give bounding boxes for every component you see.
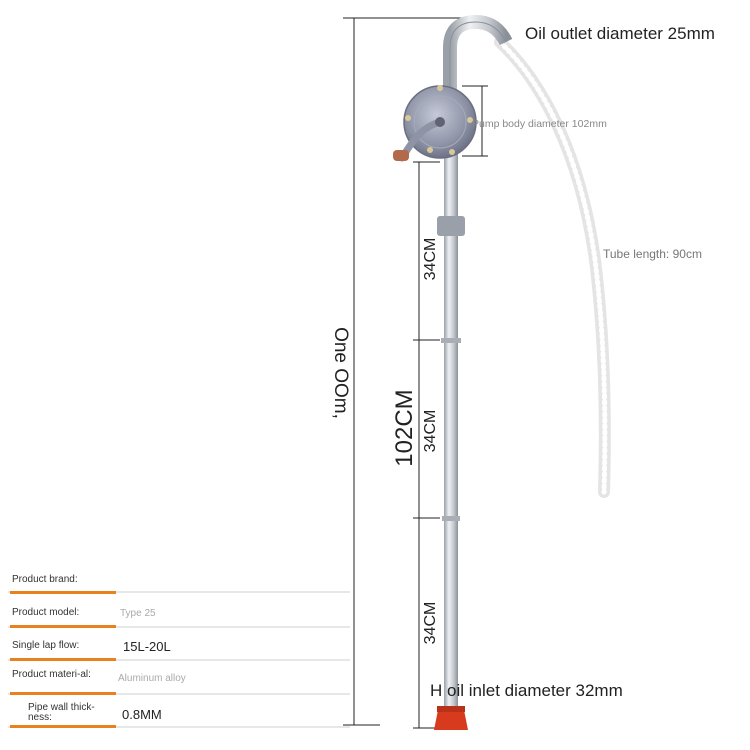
spec-label: Single lap flow:: [12, 640, 80, 651]
accent-bar: [10, 692, 116, 695]
spec-value: 15L-20L: [123, 639, 171, 654]
spec-value: Aluminum alloy: [118, 673, 186, 684]
main-pipe: [437, 150, 465, 720]
spec-value: 0.8MM: [122, 707, 162, 722]
spec-value: Type 25: [120, 608, 156, 619]
segment-length-label: 34CM: [422, 409, 439, 453]
oil-inlet-label: H oil inlet diameter 32mm: [430, 681, 623, 700]
accent-bar: [10, 625, 116, 628]
hand-rotary-pump-icon: [393, 85, 477, 162]
spec-label: Product materi-al:: [12, 669, 91, 680]
inlet-cap: [434, 706, 468, 730]
spec-label: Product model:: [12, 607, 80, 618]
rod-length-label: 102CM: [391, 389, 418, 467]
accent-bar: [10, 725, 116, 728]
hose: [494, 36, 611, 498]
accent-bar: [10, 658, 116, 661]
tube-length-label: Tube length: 90cm: [603, 247, 702, 261]
oil-outlet-label: Oil outlet diameter 25mm: [525, 24, 715, 43]
accent-bar: [10, 591, 116, 594]
outlet-pipe: [443, 14, 513, 95]
segment-length-label: 34CM: [422, 601, 439, 645]
total-length-label: One OOm,: [330, 327, 351, 419]
pump-body-label: Pump body diameter 102mm: [472, 118, 607, 130]
spec-label: Pipe wall thick-ness:: [28, 702, 95, 723]
spec-label: Product brand:: [12, 574, 78, 585]
segment-length-label: 34CM: [422, 237, 439, 281]
